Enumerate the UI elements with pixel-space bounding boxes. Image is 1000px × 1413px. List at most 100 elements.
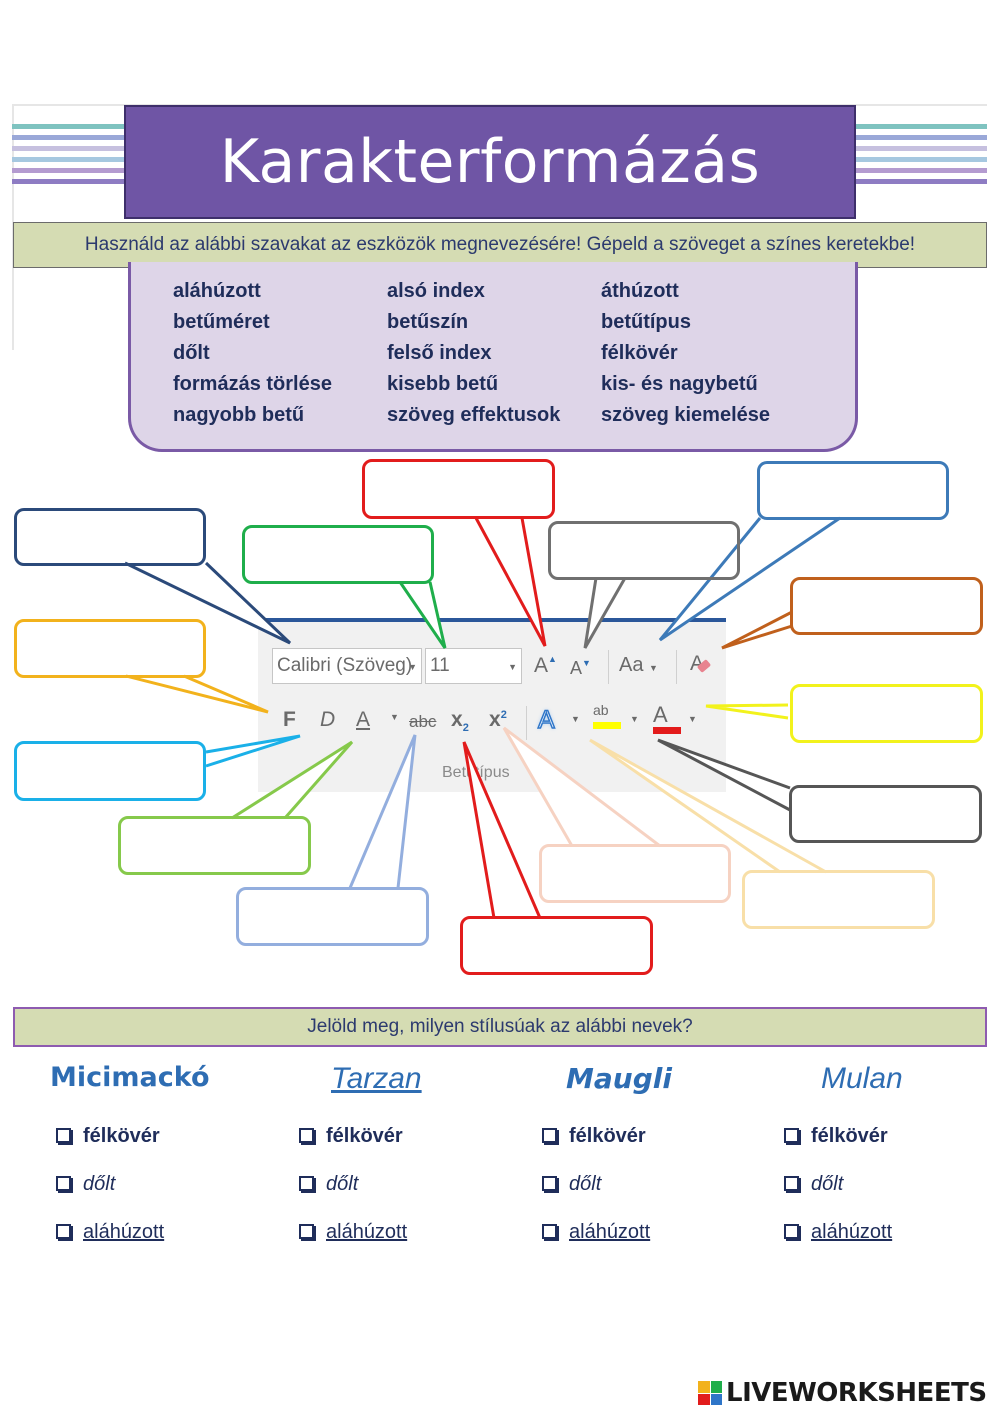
answer-box-font-size[interactable]	[242, 525, 434, 584]
chevron-down-icon[interactable]: ▼	[390, 712, 399, 722]
option-bold[interactable]: félkövér	[56, 1125, 160, 1148]
highlight-icon: ab	[593, 702, 609, 718]
italic-button[interactable]: D	[320, 708, 335, 732]
question-bar: Jelöld meg, milyen stílusúak az alábbi n…	[13, 1007, 987, 1047]
clear-formatting-button[interactable]: A	[690, 652, 712, 676]
option-bold[interactable]: félkövér	[784, 1125, 888, 1148]
answer-box-highlight[interactable]	[742, 870, 935, 929]
checkbox[interactable]	[542, 1224, 557, 1239]
option-label: félkövér	[326, 1125, 403, 1147]
option-underline[interactable]: aláhúzott	[299, 1221, 407, 1244]
pointer-case	[658, 516, 841, 642]
answer-box-clear-formatting[interactable]	[790, 577, 983, 635]
checkbox[interactable]	[299, 1224, 314, 1239]
pointer-shrink	[583, 577, 627, 649]
brand-name: LIVEWORKSHEETS	[726, 1378, 987, 1408]
chevron-down-icon[interactable]: ▼	[688, 714, 697, 724]
option-italic[interactable]: dőlt	[299, 1173, 358, 1196]
checkbox[interactable]	[542, 1128, 557, 1143]
logo-icon	[698, 1381, 722, 1405]
chevron-down-icon[interactable]: ▼	[571, 714, 580, 724]
word-bank-column: alsó index betűszín felső index kisebb b…	[387, 276, 560, 431]
bold-button[interactable]: F	[283, 708, 296, 732]
word-bank-item: szöveg effektusok	[387, 404, 561, 426]
checkbox[interactable]	[542, 1176, 557, 1191]
pointer-highlight	[589, 738, 827, 874]
answer-box-italic[interactable]	[14, 741, 206, 801]
answer-box-superscript[interactable]	[539, 844, 731, 903]
font-name-dropdown[interactable]: Calibri (Szöveg) ▼	[272, 648, 422, 684]
font-color-bar	[653, 727, 681, 734]
option-italic[interactable]: dőlt	[542, 1173, 601, 1196]
grow-font-button[interactable]: A▲	[534, 654, 557, 678]
font-ribbon: Calibri (Szöveg) ▼ 11 ▼ A▲ A▼ Aa ▼ A F D…	[258, 618, 726, 792]
subscript-button[interactable]: x2	[451, 708, 469, 734]
checkbox[interactable]	[784, 1224, 799, 1239]
option-bold[interactable]: félkövér	[299, 1125, 403, 1148]
answer-box-font-name[interactable]	[14, 508, 206, 566]
word-bank-item: kisebb betű	[387, 373, 499, 395]
pointer-italic	[205, 734, 301, 768]
bold-icon: F	[283, 708, 296, 731]
checkbox[interactable]	[56, 1128, 71, 1143]
word-bank-column: áthúzott betűtípus félkövér kis- és nagy…	[601, 276, 770, 431]
highlight-button[interactable]: ab	[593, 702, 621, 729]
word-bank-item: aláhúzott	[173, 280, 261, 302]
checkbox[interactable]	[299, 1128, 314, 1143]
font-size-dropdown[interactable]: 11 ▼	[425, 648, 522, 684]
grow-font-icon: A	[534, 654, 549, 677]
checkbox[interactable]	[56, 1224, 71, 1239]
option-bold[interactable]: félkövér	[542, 1125, 646, 1148]
option-underline[interactable]: aláhúzott	[56, 1221, 164, 1244]
shrink-font-button[interactable]: A▼	[570, 658, 591, 679]
answer-box-change-case[interactable]	[757, 461, 949, 520]
shrink-font-icon: A	[570, 658, 583, 678]
brand-logo: LIVEWORKSHEETS	[698, 1378, 987, 1408]
option-underline[interactable]: aláhúzott	[784, 1221, 892, 1244]
pointer-font-name	[124, 561, 292, 645]
checkbox[interactable]	[784, 1176, 799, 1191]
underline-button[interactable]: A	[356, 708, 370, 732]
title-banner: Karakterformázás	[124, 105, 856, 219]
underline-icon: A	[356, 708, 371, 731]
word-bank-item: formázás törlése	[173, 373, 332, 395]
option-label: dőlt	[811, 1173, 844, 1195]
answer-box-text-effects[interactable]	[790, 684, 983, 743]
strikethrough-button[interactable]: abc	[409, 712, 436, 732]
word-bank-item: nagyobb betű	[173, 404, 305, 426]
pointer-grow	[474, 517, 547, 647]
name-title: Tarzan	[331, 1062, 422, 1095]
option-underline[interactable]: aláhúzott	[542, 1221, 650, 1244]
arrow-down-icon: ▼	[582, 658, 591, 668]
checkbox[interactable]	[784, 1128, 799, 1143]
chevron-down-icon[interactable]: ▼	[630, 714, 639, 724]
word-bank-item: betűméret	[173, 311, 270, 333]
checkbox[interactable]	[299, 1176, 314, 1191]
answer-box-strikethrough[interactable]	[236, 887, 429, 946]
font-name-value: Calibri (Szöveg)	[277, 655, 413, 676]
answer-box-grow-font[interactable]	[362, 459, 555, 519]
checkbox[interactable]	[56, 1176, 71, 1191]
change-case-button[interactable]: Aa ▼	[619, 654, 658, 677]
name-title: Micimackó	[50, 1062, 210, 1093]
pointer-font-size	[398, 581, 447, 649]
option-italic[interactable]: dőlt	[784, 1173, 843, 1196]
text-effects-button[interactable]: A	[537, 705, 555, 735]
strikethrough-icon: abc	[409, 712, 437, 731]
answer-box-shrink-font[interactable]	[548, 521, 740, 580]
pointer-underline	[231, 740, 354, 820]
pointer-strike	[348, 734, 417, 889]
subscript-icon: x	[451, 708, 463, 731]
option-label: aláhúzott	[326, 1221, 408, 1243]
answer-box-font-color[interactable]	[789, 785, 982, 843]
font-color-button[interactable]: A	[653, 702, 681, 734]
answer-box-underline[interactable]	[118, 816, 311, 875]
option-label: aláhúzott	[83, 1221, 165, 1243]
answer-box-subscript[interactable]	[460, 916, 653, 975]
option-label: dőlt	[83, 1173, 116, 1195]
option-italic[interactable]: dőlt	[56, 1173, 115, 1196]
answer-box-bold[interactable]	[14, 619, 206, 678]
superscript-button[interactable]: x2	[489, 708, 507, 732]
option-label: félkövér	[569, 1125, 646, 1147]
arrow-up-icon: ▲	[548, 654, 557, 664]
